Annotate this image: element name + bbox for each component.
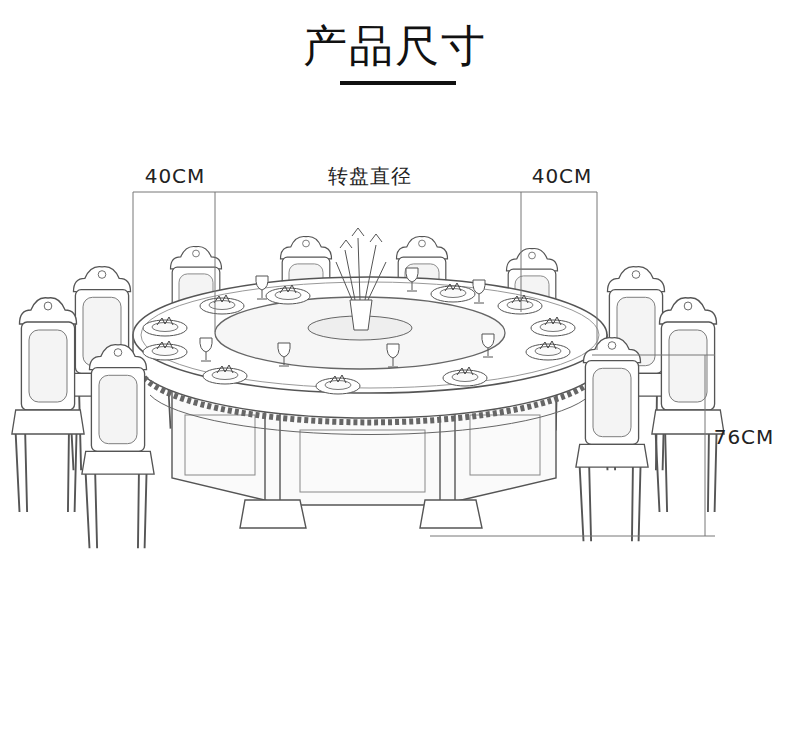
title-underline [340, 81, 456, 85]
dimension-label: 转盘直径 [328, 163, 412, 190]
dimension-lines [133, 192, 715, 536]
dimension-label: 40CM [145, 164, 206, 188]
dimension-label: 40CM [532, 164, 593, 188]
page-title: 产品尺寸 [303, 17, 487, 76]
dimension-label: 76CM [714, 425, 775, 449]
